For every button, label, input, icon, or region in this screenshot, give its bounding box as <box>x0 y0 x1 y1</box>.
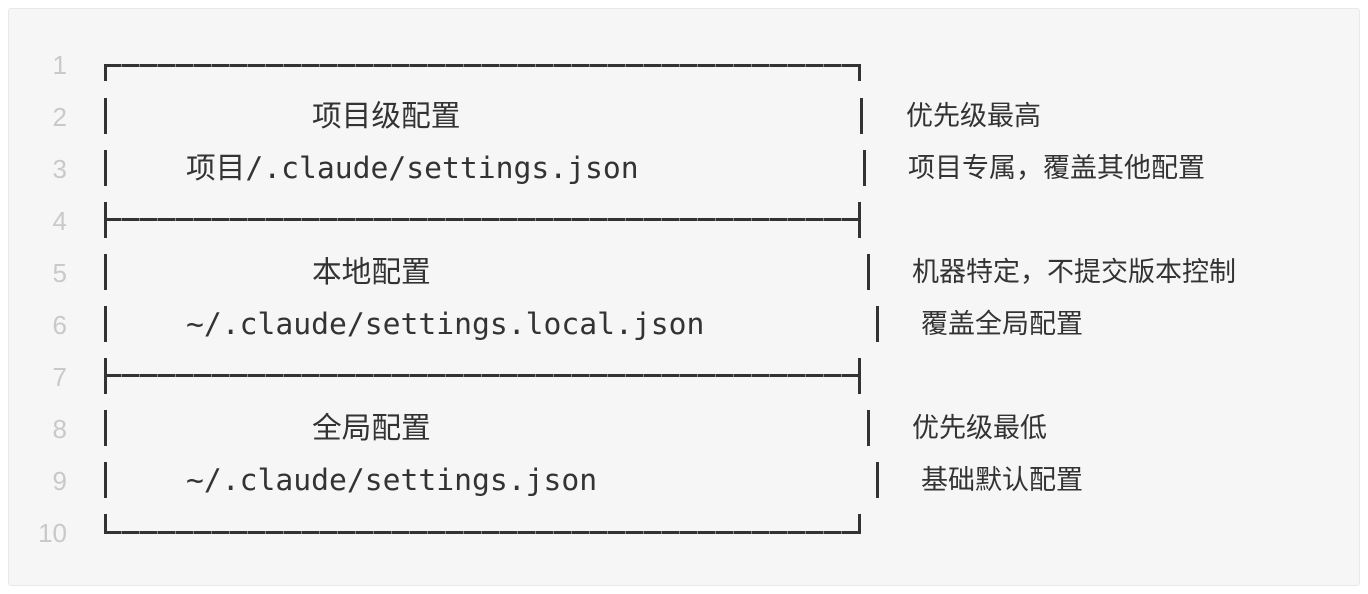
section-title-project: 项目级配置 <box>312 99 461 134</box>
section-divider <box>104 218 861 221</box>
box-left-border <box>104 98 107 134</box>
line-number: 3 <box>52 154 67 184</box>
box-tee-right <box>858 202 861 238</box>
note-local-desc: 覆盖全局配置 <box>921 309 1083 340</box>
box-left-border <box>104 306 107 342</box>
line-number: 2 <box>52 102 67 132</box>
section-title-local: 本地配置 <box>312 255 431 290</box>
code-line-5: 5 本地配置 机器特定，不提交版本控制 <box>9 247 1359 299</box>
code-line-2: 2 项目级配置 优先级最高 <box>9 91 1359 143</box>
code-line-7: 7 <box>9 351 1359 403</box>
code-line-8: 8 全局配置 优先级最低 <box>9 403 1359 455</box>
box-left-border <box>104 410 107 446</box>
box-right-border <box>867 410 870 446</box>
line-number: 6 <box>52 310 67 340</box>
note-project-desc: 项目专属，覆盖其他配置 <box>908 153 1205 184</box>
note-global-desc: 基础默认配置 <box>921 465 1083 496</box>
note-priority-lowest: 优先级最低 <box>912 413 1047 444</box>
note-machine-specific: 机器特定，不提交版本控制 <box>912 257 1236 288</box>
section-path-project: 项目/.claude/settings.json <box>186 151 639 186</box>
code-line-3: 3 项目/.claude/settings.json 项目专属，覆盖其他配置 <box>9 143 1359 195</box>
box-right-border <box>863 150 866 186</box>
box-top-left-corner <box>104 64 107 81</box>
line-number: 9 <box>52 466 67 496</box>
line-number: 8 <box>52 414 67 444</box>
box-bottom-right-corner <box>858 514 861 534</box>
box-left-border <box>104 150 107 186</box>
box-bottom-left-corner <box>104 514 107 534</box>
box-right-border <box>876 306 879 342</box>
code-block: 1 2 项目级配置 优先级最高 3 项目/.claude/settings.js… <box>8 8 1360 586</box>
section-path-global: ~/.claude/settings.json <box>186 463 598 498</box>
code-line-1: 1 <box>9 39 1359 91</box>
note-priority-highest: 优先级最高 <box>906 101 1041 132</box>
code-line-6: 6 ~/.claude/settings.local.json 覆盖全局配置 <box>9 299 1359 351</box>
box-tee-right <box>858 358 861 394</box>
section-path-local: ~/.claude/settings.local.json <box>186 307 705 342</box>
code-line-4: 4 <box>9 195 1359 247</box>
box-top-border <box>104 64 861 67</box>
line-number: 7 <box>52 362 67 392</box>
section-divider <box>104 374 861 377</box>
code-line-10: 10 <box>9 507 1359 559</box>
box-left-border <box>104 254 107 290</box>
box-top-right-corner <box>858 64 861 81</box>
code-line-9: 9 ~/.claude/settings.json 基础默认配置 <box>9 455 1359 507</box>
section-title-global: 全局配置 <box>312 411 431 446</box>
box-right-border <box>860 98 863 134</box>
line-number: 10 <box>38 518 67 548</box>
box-right-border <box>867 254 870 290</box>
box-bottom-border <box>104 531 861 534</box>
line-number: 4 <box>52 206 67 236</box>
box-left-border <box>104 462 107 498</box>
line-number: 5 <box>52 258 67 288</box>
line-number: 1 <box>52 50 67 80</box>
box-right-border <box>876 462 879 498</box>
